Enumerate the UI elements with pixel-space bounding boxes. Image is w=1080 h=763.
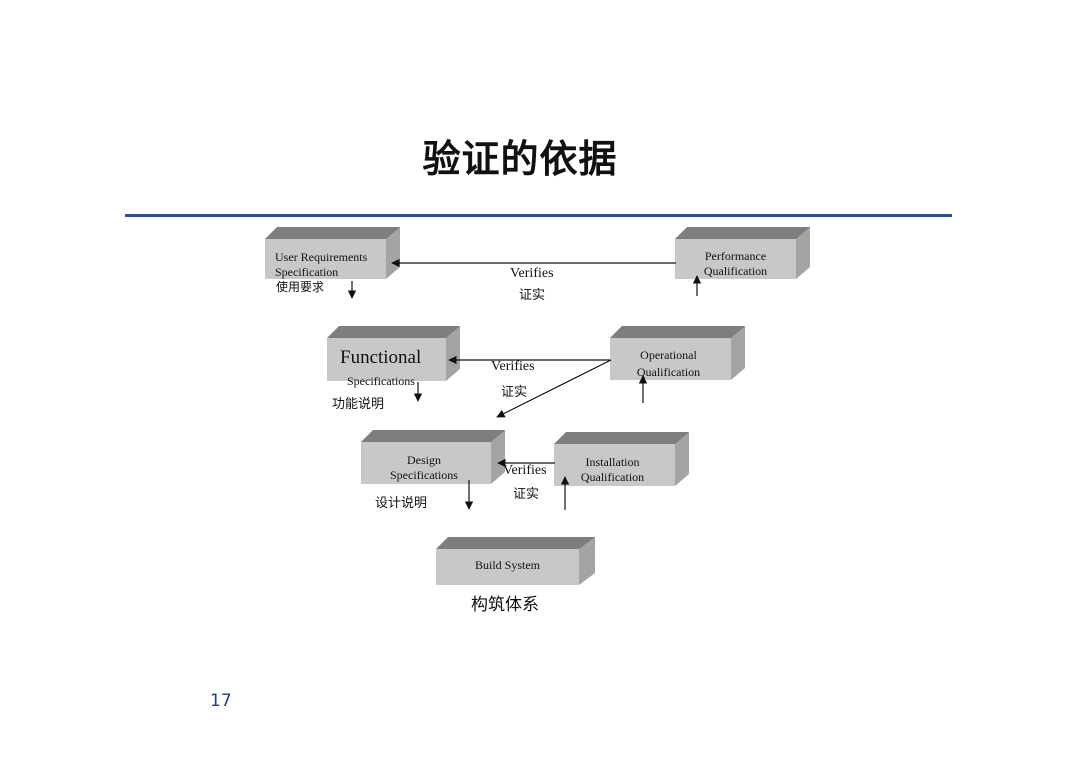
box-installation-qualification [554,432,689,486]
page-number: 17 [210,691,232,711]
box-user-requirements [265,227,400,279]
verifies-cn-bottom: 证实 [513,487,540,502]
box-operational-qualification [610,326,745,380]
verifies-label-top: Verifies [510,266,554,281]
fs-label-line2: Specifications [347,374,415,388]
verifies-cn-middle: 证实 [501,385,528,400]
box-build-system [436,537,595,585]
iq-label: Installation Qualification [580,455,645,484]
fs-label-line1: Functional [340,347,422,368]
urs-label: User Requirements Specification [275,250,368,279]
build-cn-label: 构筑体系 [471,595,539,615]
title-rule [125,214,952,217]
box-performance-qualification [675,227,810,279]
verifies-cn-top: 证实 [519,288,546,303]
ds-cn-label: 设计说明 [375,496,428,511]
build-label: Build System [474,558,540,572]
slide-title: 验证的依据 [422,137,618,181]
oq-label: Operational Qualification [636,348,701,380]
box-design-specifications [361,430,505,484]
verifies-label-bottom: Verifies [503,463,547,478]
box-functional-specifications [327,326,460,381]
arrow-oq-to-ds [496,359,612,418]
verifies-label-middle: Verifies [491,359,535,374]
pq-label: Performance Qualification [703,249,768,278]
ds-label: Design Specifications [390,453,458,482]
fs-cn-label: 功能说明 [332,397,385,412]
urs-cn-label: 使用要求 [276,280,325,294]
